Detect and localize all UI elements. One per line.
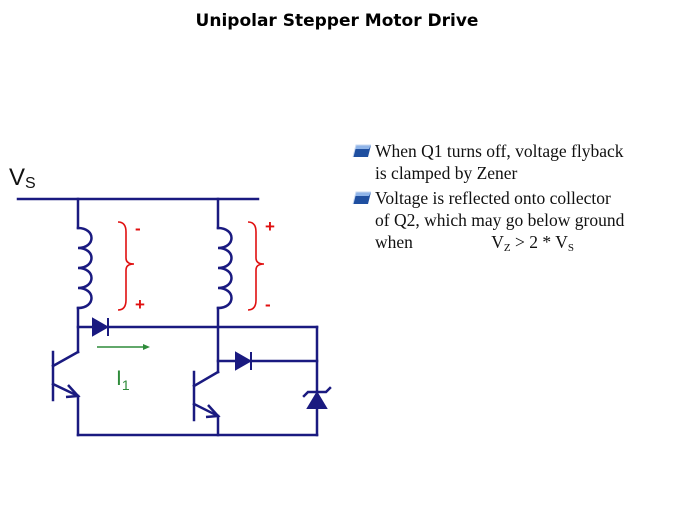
zener-diode-icon — [306, 391, 328, 409]
bullet-square-icon — [352, 191, 371, 205]
brace-left-icon — [117, 221, 135, 311]
bullet-line: is clamped by Zener — [375, 163, 518, 183]
current-label: I — [116, 367, 122, 390]
supply-label: V — [9, 164, 25, 191]
q2-emitter — [192, 402, 220, 418]
formula-vs: V — [555, 232, 568, 252]
coil2-top-polarity: + — [265, 217, 275, 236]
coil1-top-polarity: - — [135, 219, 141, 238]
formula: VZ > 2 * VS — [491, 231, 574, 259]
formula-vz: V — [491, 232, 504, 252]
q1-emitter — [51, 382, 80, 398]
q1-emitter-arrow-icon — [65, 384, 81, 399]
formula-operator: > 2 * — [510, 232, 556, 252]
formula-vs-sub: S — [567, 242, 574, 254]
bullet-line-prefix: when — [375, 232, 413, 252]
bullet-line: of Q2, which may go below ground — [375, 210, 625, 230]
q2-collector — [192, 370, 220, 388]
slide-title: Unipolar Stepper Motor Drive — [195, 11, 479, 31]
bullet-list: When Q1 turns off, voltage flyback is cl… — [352, 140, 672, 262]
bullet-item: Voltage is reflected onto collector of Q… — [352, 187, 672, 259]
diode1-icon — [92, 317, 110, 337]
bullet-line: When Q1 turns off, voltage flyback — [375, 141, 624, 161]
coil-left-icon — [76, 226, 93, 310]
bullet-item: When Q1 turns off, voltage flyback is cl… — [352, 140, 672, 184]
svg-text:VS: VS — [9, 164, 36, 192]
coil-right-icon — [216, 226, 233, 310]
formula-vz-sub: Z — [503, 242, 511, 254]
current-subscript: 1 — [122, 377, 130, 393]
coil1-bottom-polarity: + — [135, 295, 145, 314]
supply-subscript: S — [25, 175, 36, 192]
bullet-square-icon — [352, 144, 371, 158]
bullet-line-formula: when VZ > 2 * VS — [375, 231, 672, 259]
bullet-line: Voltage is reflected onto collector — [375, 188, 611, 208]
brace-right-icon — [247, 221, 265, 311]
diode2-icon — [235, 351, 253, 371]
coil2-bottom-polarity: - — [265, 295, 271, 314]
q2-emitter-arrow-icon — [205, 404, 221, 419]
svg-text:I1: I1 — [116, 367, 130, 393]
q1-collector — [51, 350, 80, 368]
